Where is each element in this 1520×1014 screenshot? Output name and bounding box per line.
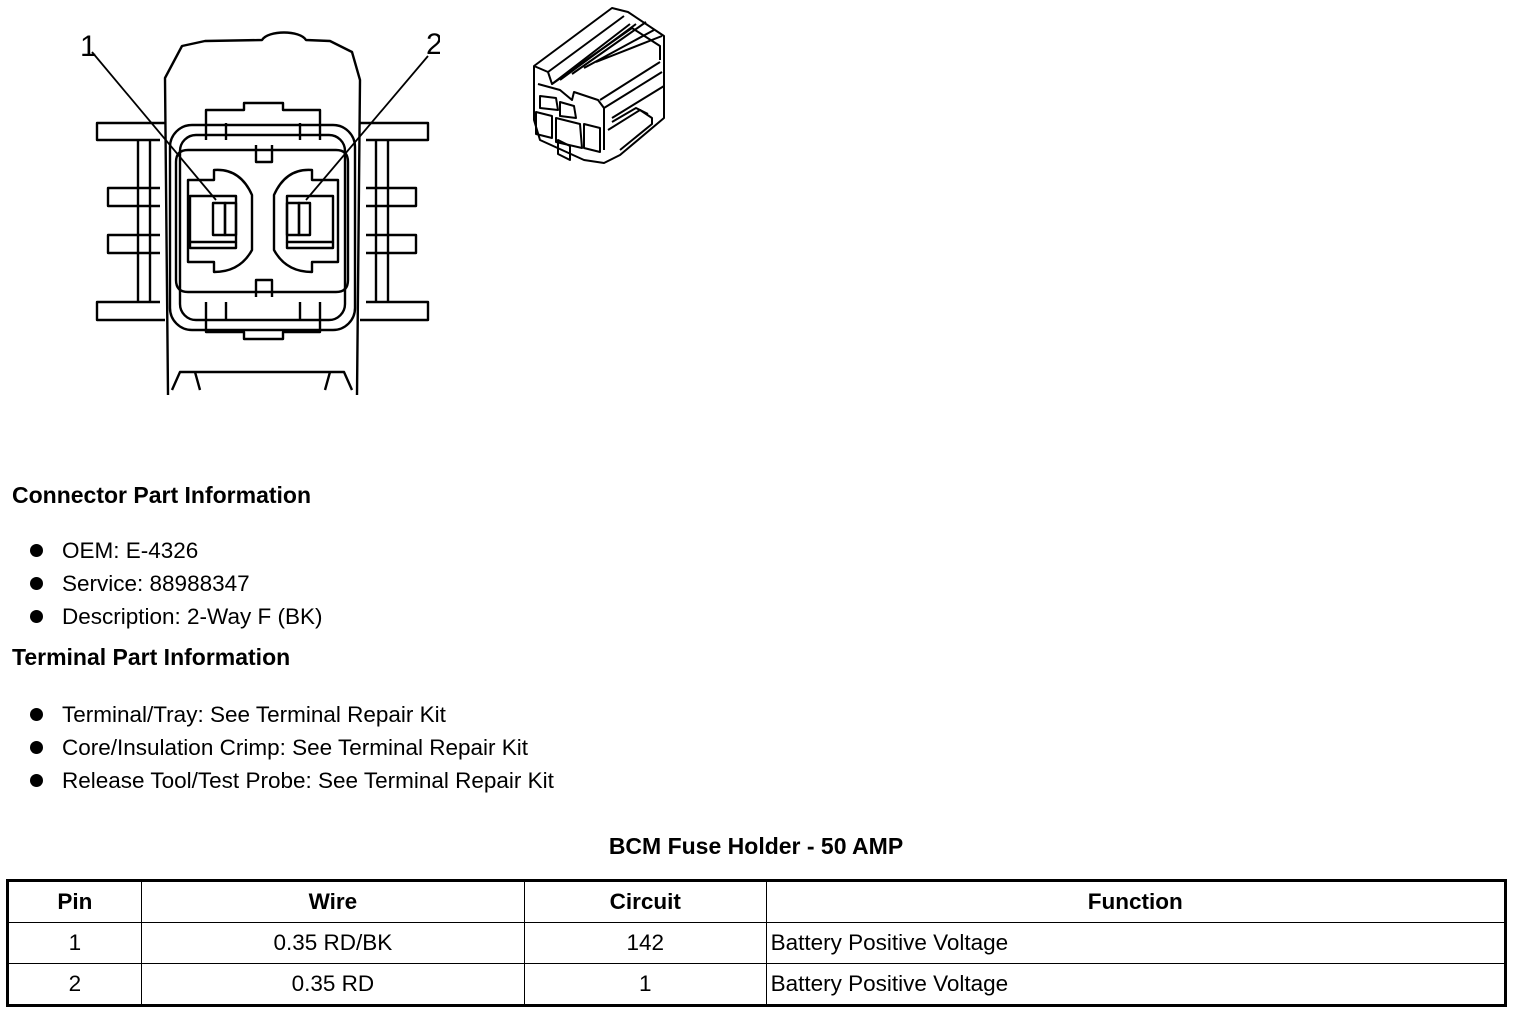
bullet-icon bbox=[30, 774, 43, 787]
connector-service: Service: 88988347 bbox=[62, 571, 250, 596]
connector-isometric-view bbox=[533, 7, 665, 164]
pin-cell: 2 bbox=[7, 963, 142, 1006]
connector-face-view: 1 2 bbox=[80, 28, 440, 396]
function-cell: Battery Positive Voltage bbox=[765, 922, 1507, 964]
release-tool-test-probe: Release Tool/Test Probe: See Terminal Re… bbox=[62, 768, 554, 793]
function-cell: Battery Positive Voltage bbox=[765, 963, 1507, 1006]
bullet-icon bbox=[30, 610, 43, 623]
pin-cell: 1 bbox=[7, 922, 142, 964]
table-header-row: Pin Wire Circuit Function bbox=[7, 880, 1507, 923]
callout-pin-2: 2 bbox=[426, 28, 440, 61]
list-item: Release Tool/Test Probe: See Terminal Re… bbox=[28, 764, 554, 797]
column-header-wire: Wire bbox=[140, 880, 525, 923]
pin-table-title: BCM Fuse Holder - 50 AMP bbox=[608, 833, 904, 859]
circuit-cell: 1 bbox=[523, 963, 767, 1006]
bullet-icon bbox=[30, 577, 43, 590]
bullet-icon bbox=[30, 544, 43, 557]
list-item: Service: 88988347 bbox=[28, 567, 322, 600]
list-item: Terminal/Tray: See Terminal Repair Kit bbox=[28, 698, 554, 731]
wire-cell: 0.35 RD/BK bbox=[140, 922, 525, 964]
terminal-tray: Terminal/Tray: See Terminal Repair Kit bbox=[62, 702, 446, 727]
table-row: 1 0.35 RD/BK 142 Battery Positive Voltag… bbox=[7, 922, 1507, 964]
list-item: Description: 2-Way F (BK) bbox=[28, 600, 322, 633]
connector-description: Description: 2-Way F (BK) bbox=[62, 604, 323, 629]
terminal-part-info-heading: Terminal Part Information bbox=[12, 644, 291, 670]
pin-table: Pin Wire Circuit Function 1 0.35 RD/BK 1… bbox=[6, 879, 1507, 1007]
list-item: Core/Insulation Crimp: See Terminal Repa… bbox=[28, 731, 554, 764]
core-insulation-crimp: Core/Insulation Crimp: See Terminal Repa… bbox=[62, 735, 529, 760]
connector-oem: OEM: E-4326 bbox=[62, 538, 199, 563]
bullet-icon bbox=[30, 741, 43, 754]
column-header-function: Function bbox=[765, 880, 1507, 923]
column-header-circuit: Circuit bbox=[523, 880, 767, 923]
column-header-pin: Pin bbox=[7, 880, 142, 923]
connector-part-info-list: OEM: E-4326 Service: 88988347 Descriptio… bbox=[28, 534, 322, 633]
circuit-cell: 142 bbox=[523, 922, 767, 964]
table-row: 2 0.35 RD 1 Battery Positive Voltage bbox=[7, 963, 1507, 1006]
wire-cell: 0.35 RD bbox=[140, 963, 525, 1006]
bullet-icon bbox=[30, 708, 43, 721]
callout-pin-1: 1 bbox=[80, 30, 97, 63]
list-item: OEM: E-4326 bbox=[28, 534, 322, 567]
terminal-part-info-list: Terminal/Tray: See Terminal Repair Kit C… bbox=[28, 698, 554, 797]
connector-part-info-heading: Connector Part Information bbox=[12, 482, 312, 508]
